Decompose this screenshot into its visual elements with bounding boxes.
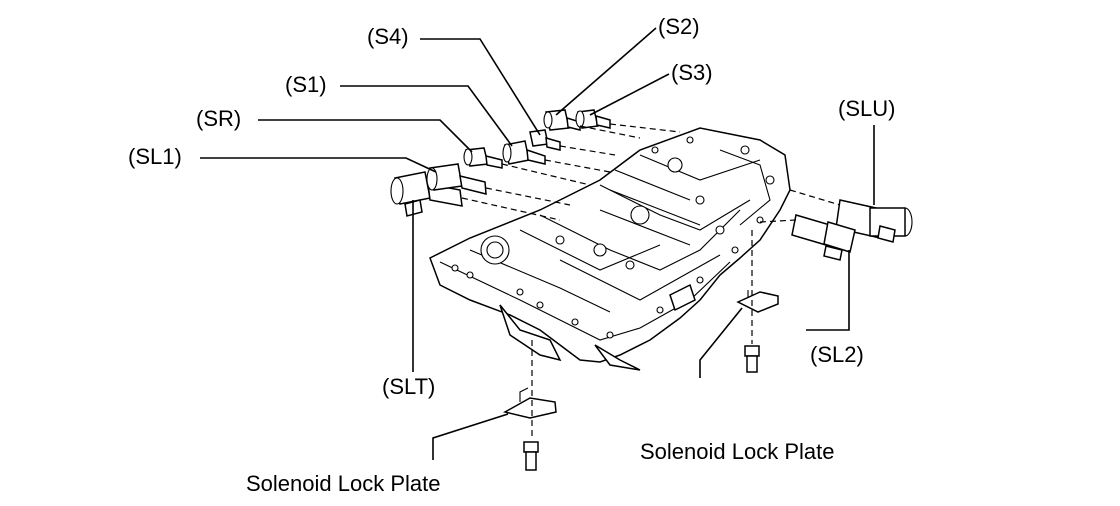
label-s4: (S4) — [367, 24, 409, 49]
label-sl1: (SL1) — [128, 144, 182, 169]
solenoid-sr — [463, 147, 503, 169]
label-s2: (S2) — [658, 14, 700, 39]
leader-lines — [200, 27, 875, 460]
label-s1: (S1) — [285, 72, 327, 97]
bolt-left — [523, 441, 539, 471]
label-sr: (SR) — [196, 106, 242, 131]
solenoid-s2 — [543, 109, 581, 131]
label-slu: (SLU) — [838, 96, 896, 121]
lock-plate-right — [736, 290, 779, 313]
label-solenoid-lock-plate-right: Solenoid Lock Plate — [640, 439, 835, 464]
label-s3: (S3) — [671, 60, 713, 85]
bolt-right — [744, 345, 760, 373]
solenoid-s1 — [502, 140, 546, 165]
valve-body — [429, 127, 791, 371]
solenoid-sl1 — [426, 163, 487, 195]
label-slt: (SLT) — [382, 374, 436, 399]
solenoid-s3 — [575, 109, 611, 129]
alignment-lines — [461, 123, 841, 440]
label-solenoid-lock-plate-left: Solenoid Lock Plate — [246, 471, 441, 496]
solenoid-s4 — [529, 129, 561, 151]
lock-plate-left — [502, 387, 557, 419]
label-sl2: (SL2) — [810, 342, 864, 367]
solenoid-sl2 — [791, 214, 856, 261]
